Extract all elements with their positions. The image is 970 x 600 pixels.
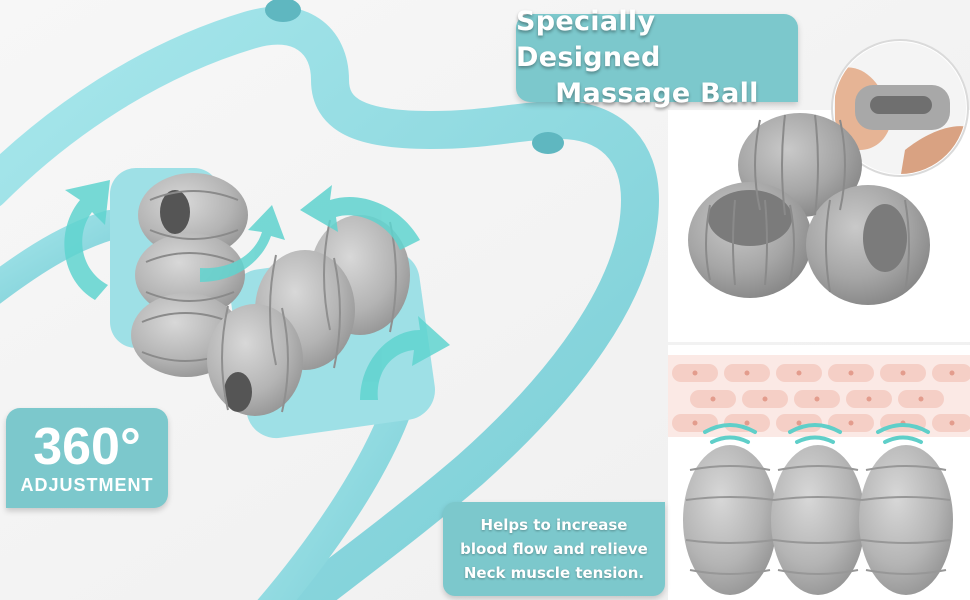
benefit-line1: Helps to increase: [480, 516, 628, 534]
rotation-value: 360°: [33, 418, 141, 476]
inset-hand-photo: [831, 39, 969, 177]
benefit-line2: blood flow and relieve: [460, 540, 648, 558]
roller-closeup: [683, 445, 953, 595]
feature-title-line2: Massage Ball: [555, 78, 759, 109]
benefit-badge: Helps to increase blood flow and relieve…: [443, 502, 665, 596]
rotation-label: ADJUSTMENT: [20, 475, 154, 495]
feature-title-badge: Specially Designed Massage Ball: [516, 6, 798, 109]
benefit-line3: Neck muscle tension.: [463, 564, 645, 582]
massager-frame: [0, 6, 659, 600]
massage-ball-group: [688, 113, 930, 305]
rotation-arrows: [64, 180, 450, 400]
feature-title-line1: Specially Designed: [516, 6, 661, 73]
rotation-badge: 360° ADJUSTMENT: [6, 408, 168, 508]
skin-tissue-diagram: [668, 355, 970, 444]
